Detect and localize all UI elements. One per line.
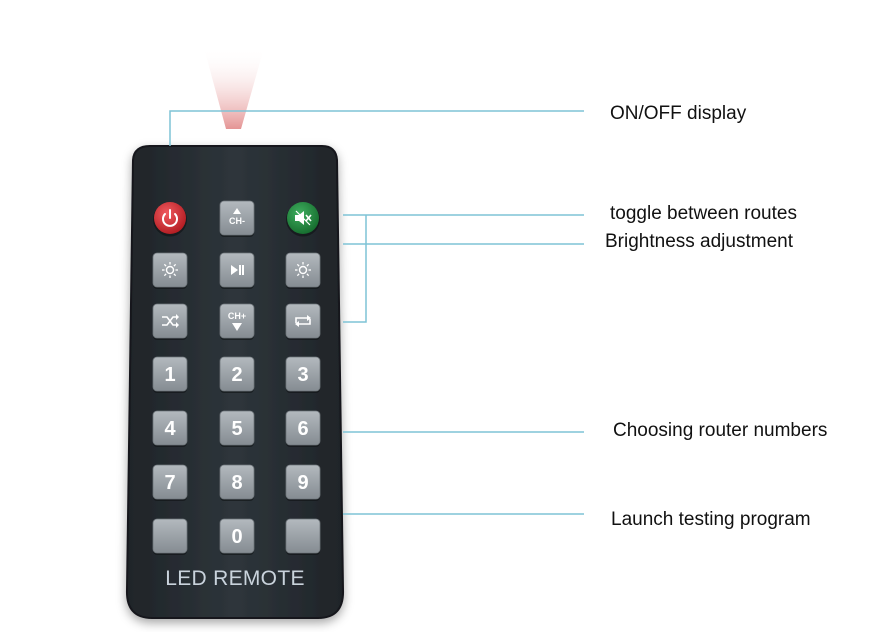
key-cap [285,303,321,339]
callout-label-testing: Launch testing program [611,509,811,530]
keypad: CH- CH+ 1 2 3 4 5 6 7 8 9 0 [152,200,321,555]
shuffle-icon [162,314,179,328]
digit-2-button[interactable]: 2 [219,356,255,393]
key-cap [219,464,255,500]
key-cap [285,410,321,446]
brightness-icon [162,262,178,278]
ch-down-icon [232,323,242,331]
digit-3-button[interactable]: 3 [285,356,321,393]
key-cap [285,464,321,500]
digit-1-button[interactable]: 1 [152,356,188,393]
play-pause-button[interactable] [219,252,255,289]
key-cap [219,518,255,554]
blank-left-button[interactable] [152,518,188,555]
mute-icon [295,210,312,226]
blank-right-button[interactable] [285,518,321,555]
channel-label: CH- [229,216,245,226]
digit-label: 0 [231,526,242,548]
digit-label: 1 [164,364,175,386]
route-prev-button[interactable] [152,303,188,340]
ch-down-button[interactable]: CH+ [219,303,255,340]
channel-label: CH+ [228,311,246,321]
key-cap [152,356,188,392]
key-cap [219,200,255,236]
key-cap [152,410,188,446]
callout-label-router-numbers: Choosing router numbers [613,420,828,441]
key-cap [285,356,321,392]
route-next-button[interactable] [285,303,321,340]
digit-label: 8 [231,472,242,494]
play-pause-icon [231,265,244,275]
digit-6-button[interactable]: 6 [285,410,321,447]
ch-up-icon [233,208,241,214]
key-cap [152,518,188,554]
key-cap [285,252,321,288]
callout-lines [169,110,584,515]
remote-brand-label: LED REMOTE [165,567,305,590]
callout-label-toggle-routes: toggle between routes [610,203,797,224]
brightness-icon [295,262,311,278]
digit-label: 4 [164,418,176,440]
digit-9-button[interactable]: 9 [285,464,321,501]
digit-label: 6 [297,418,308,440]
key-cap [219,356,255,392]
callout-line-on-off [169,110,584,146]
digit-label: 7 [164,472,175,494]
mute-button[interactable] [286,202,320,237]
digit-label: 3 [297,364,308,386]
digit-label: 5 [231,418,242,440]
repeat-icon [295,315,311,327]
power-button[interactable] [153,202,187,237]
key-cap [152,252,188,288]
callout-label-brightness: Brightness adjustment [605,231,793,252]
digit-label: 9 [297,472,308,494]
key-cap [219,410,255,446]
key-cap [152,464,188,500]
digit-7-button[interactable]: 7 [152,464,188,501]
key-cap [285,518,321,554]
callout-label-on-off: ON/OFF display [610,103,747,124]
digit-0-button[interactable]: 0 [219,518,255,555]
brightness-down-button[interactable] [152,252,188,289]
ir-beam [204,48,264,129]
key-cap [219,303,255,339]
power-icon [162,209,178,227]
digit-8-button[interactable]: 8 [219,464,255,501]
ch-up-button[interactable]: CH- [219,200,255,237]
brightness-up-button[interactable] [285,252,321,289]
callout-line-route-bracket [343,215,367,323]
digit-5-button[interactable]: 5 [219,410,255,447]
digit-4-button[interactable]: 4 [152,410,188,447]
digit-label: 2 [231,364,242,386]
